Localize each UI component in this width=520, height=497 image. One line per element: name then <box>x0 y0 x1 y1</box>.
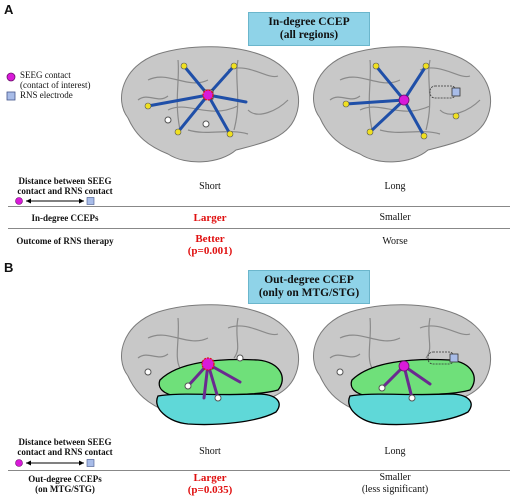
a-outcome-short-line1: Better <box>195 233 225 245</box>
b-outdegree-long-line1: Smaller <box>379 472 411 483</box>
a-row-indegree-label: In-degree CCEPs <box>31 213 99 223</box>
a-row-distance-line2: contact and RNS contact <box>17 186 113 196</box>
panel-b-letter: B <box>4 260 14 275</box>
a-divider-1 <box>8 206 510 207</box>
b-outdegree-long: Smaller (less significant) <box>335 472 455 496</box>
b-divider-1 <box>8 470 510 471</box>
b-row-outdegree-line2: (on MTG/STG) <box>35 484 95 494</box>
distance-icon <box>15 197 95 205</box>
brain-a-long-image <box>313 46 491 163</box>
a-indegree-short: Larger <box>193 212 227 224</box>
b-distance-long: Long <box>384 446 406 457</box>
brain-b-short-image <box>121 304 299 426</box>
a-indegree-long: Smaller <box>379 212 411 223</box>
panel-b-title: Out-degree CCEP (only on MTG/STG) <box>248 270 370 304</box>
seeg-legend-line1: SEEG contact <box>20 70 71 80</box>
panel-a-title-line2: (all regions) <box>279 29 339 41</box>
panel-a-title-line1: In-degree CCEP <box>268 16 350 28</box>
panel-a-letter: A <box>4 2 14 17</box>
a-distance-long: Long <box>384 181 406 192</box>
brain-b-long-image <box>313 304 491 426</box>
a-outcome-short: Better (p=0.001) <box>160 233 260 257</box>
rns-legend-label: RNS electrode <box>20 90 73 100</box>
a-row-outcome-label: Outcome of RNS therapy <box>16 236 114 246</box>
b-row-distance-line2: contact and RNS contact <box>17 447 113 457</box>
panel-b-title-line2: (only on MTG/STG) <box>258 287 360 299</box>
a-outcome-short-line2: (p=0.001) <box>187 245 233 257</box>
a-row-distance-label: Distance between SEEG contact and RNS co… <box>10 176 120 196</box>
seeg-legend-line2: (contact of interest) <box>20 80 91 90</box>
b-row-distance-label: Distance between SEEG contact and RNS co… <box>10 437 120 457</box>
rns-electrode-legend-icon <box>6 91 16 101</box>
a-outcome-long: Worse <box>382 236 408 247</box>
a-distance-short: Short <box>199 181 221 192</box>
b-outdegree-short: Larger (p=0.035) <box>160 472 260 496</box>
b-row-distance-line1: Distance between SEEG <box>18 437 112 447</box>
brain-a-short-image <box>121 46 299 163</box>
b-row-outdegree-line1: Out-degree CCEPs <box>28 474 102 484</box>
seeg-contact-legend-icon <box>6 72 16 82</box>
panel-b-title-line1: Out-degree CCEP <box>264 274 354 286</box>
a-divider-2 <box>8 228 510 229</box>
b-outdegree-short-line1: Larger <box>193 472 227 484</box>
b-row-outdegree-label: Out-degree CCEPs (on MTG/STG) <box>10 474 120 494</box>
panel-a-title: In-degree CCEP (all regions) <box>248 12 370 46</box>
seeg-legend-label: SEEG contact (contact of interest) <box>20 70 90 90</box>
a-row-distance-line1: Distance between SEEG <box>18 176 112 186</box>
b-outdegree-long-line2: (less significant) <box>361 484 429 495</box>
b-outdegree-short-line2: (p=0.035) <box>187 484 233 496</box>
b-distance-short: Short <box>199 446 221 457</box>
distance-icon-b <box>15 459 95 467</box>
